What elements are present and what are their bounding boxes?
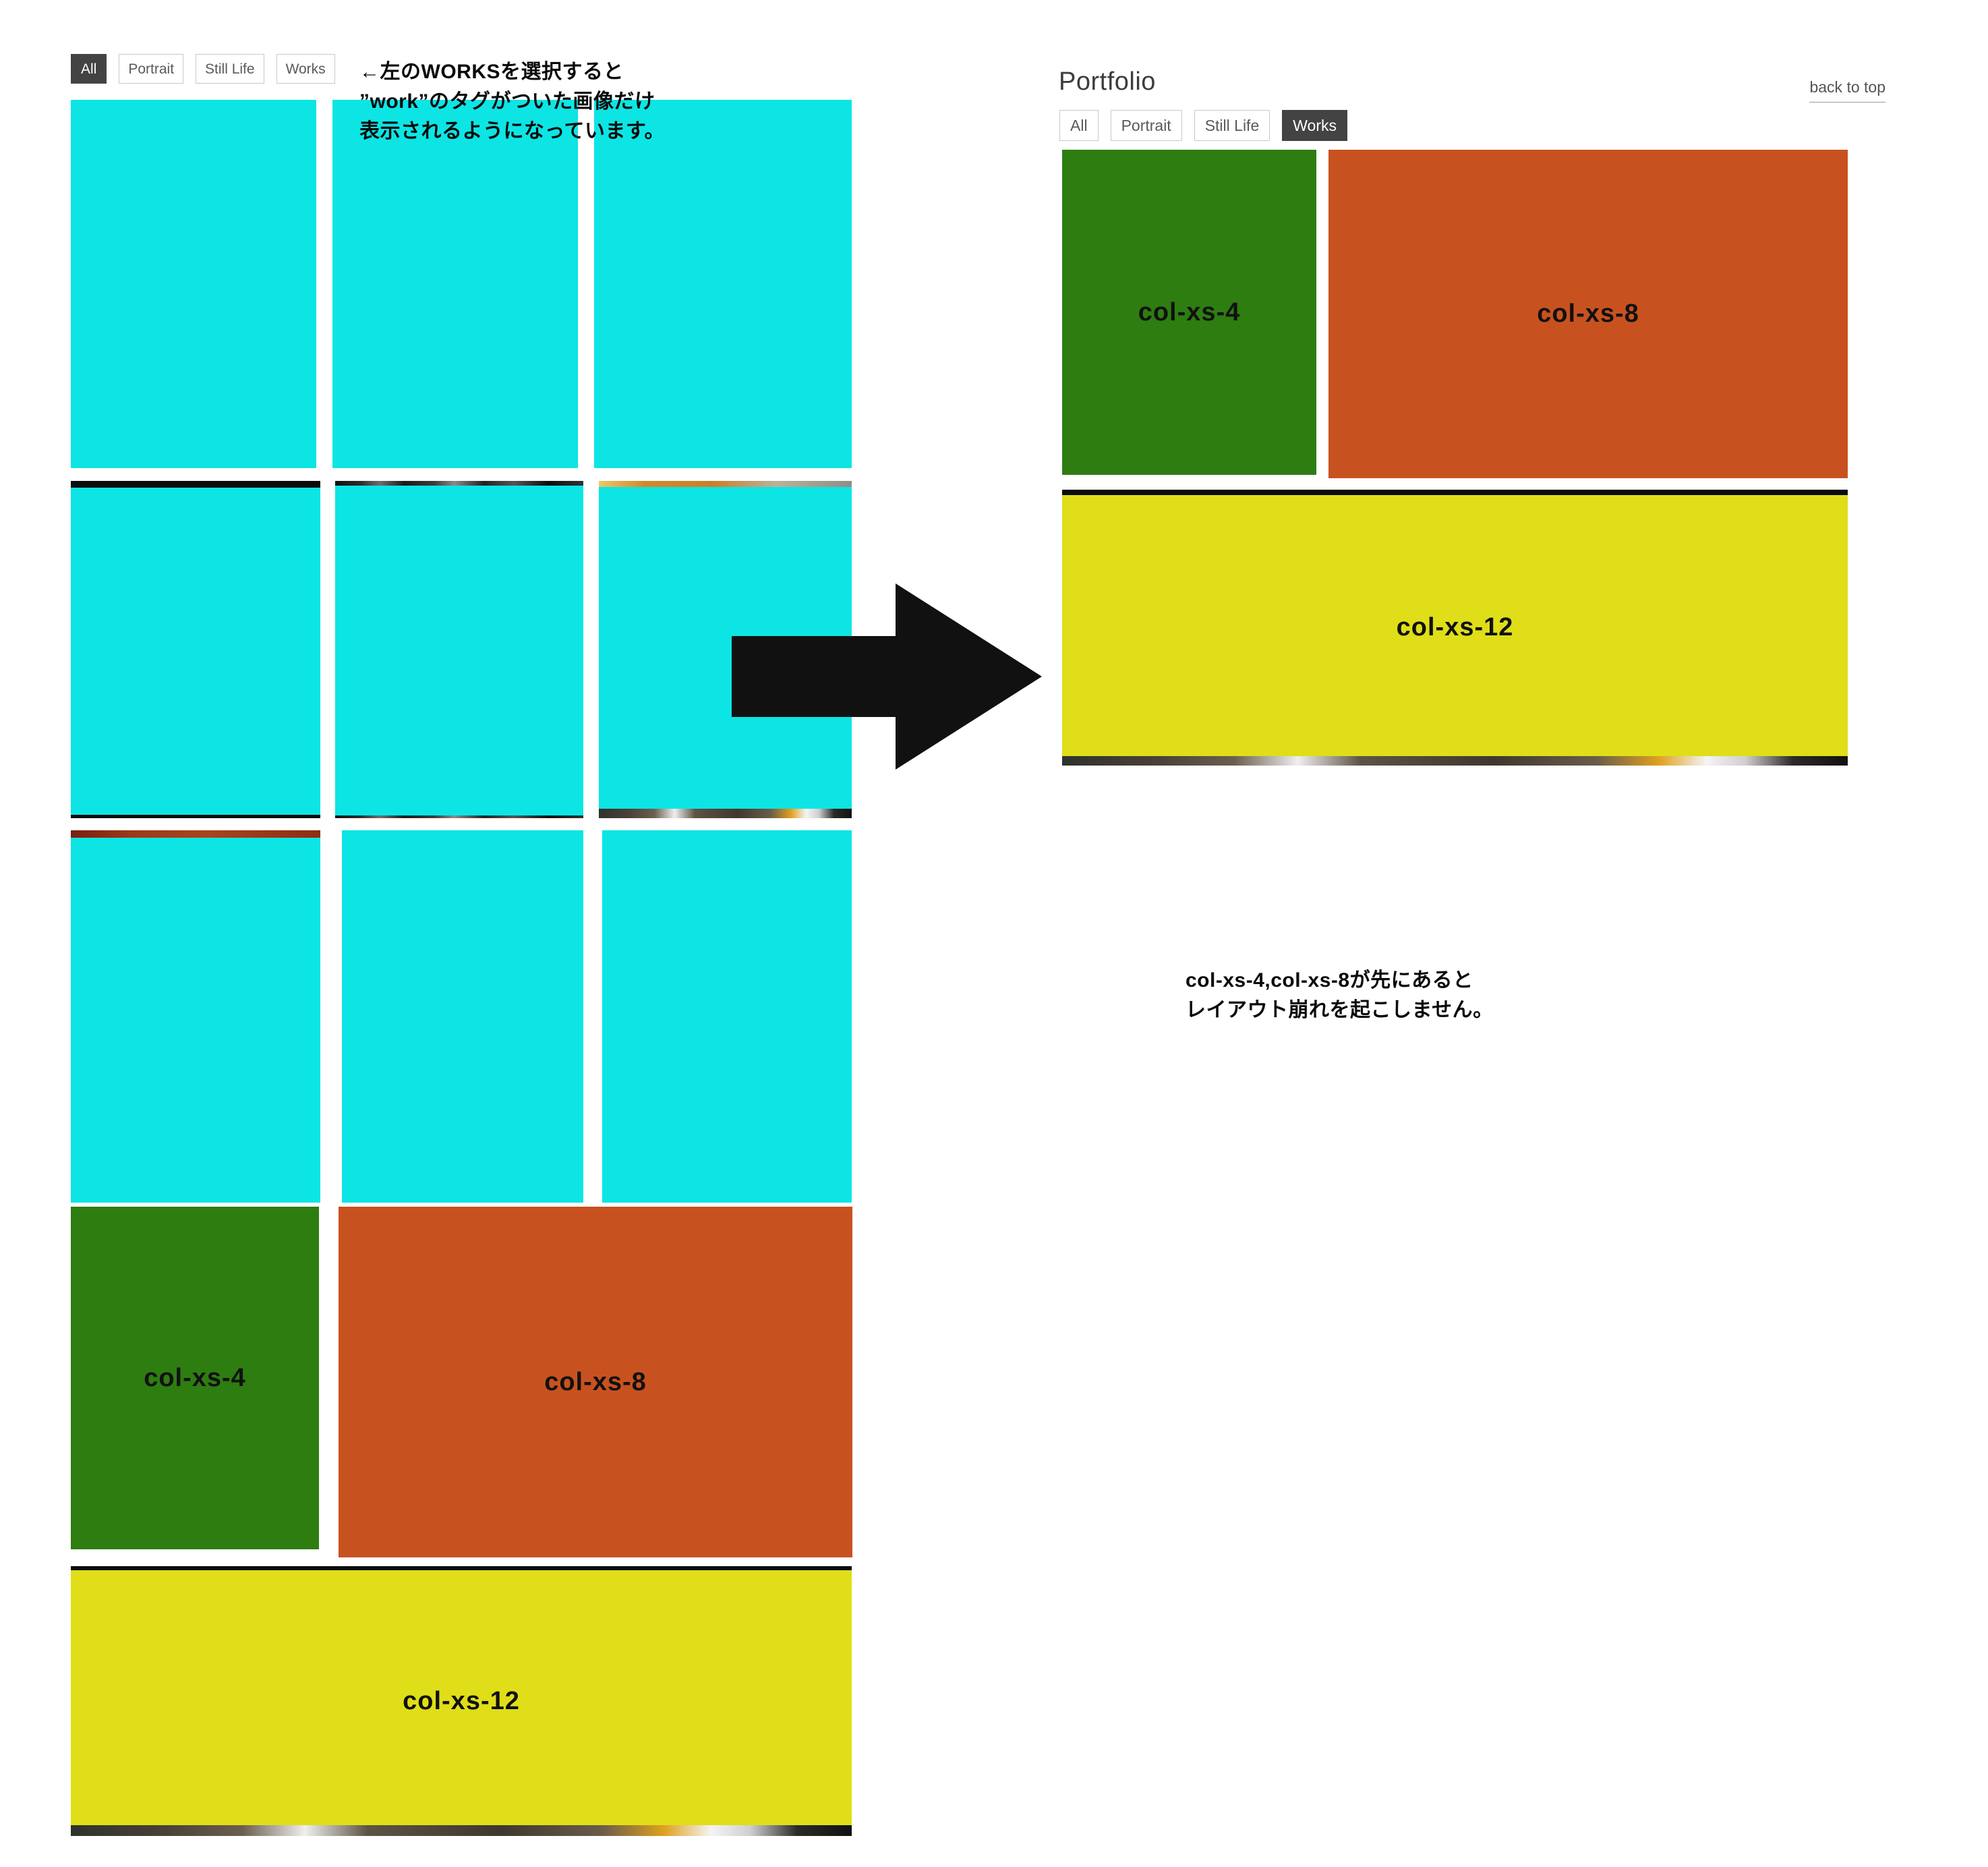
right-tile-col-xs-8[interactable]: col-xs-8: [1328, 150, 1848, 478]
right-tile-label-col-xs-4: col-xs-4: [1138, 297, 1241, 326]
right-filter-portrait[interactable]: Portrait: [1110, 110, 1182, 141]
photo-edge-artifact: [335, 481, 583, 486]
left-tile-label-col-xs-8: col-xs-8: [544, 1367, 647, 1396]
left-filter-still-life[interactable]: Still Life: [196, 54, 264, 84]
photo-edge-artifact: [71, 815, 320, 818]
photo-edge-artifact: [335, 815, 583, 818]
right-arrow-icon: [732, 577, 1042, 779]
right-tile-label-col-xs-8: col-xs-8: [1537, 299, 1639, 328]
left-filter-portrait[interactable]: Portrait: [119, 54, 184, 84]
photo-edge-artifact: [1062, 490, 1848, 495]
left-tile-col-xs-12[interactable]: col-xs-12: [71, 1566, 852, 1836]
left-tile-label-col-xs-12: col-xs-12: [403, 1686, 520, 1715]
right-tile-col-xs-4[interactable]: col-xs-4: [1062, 150, 1316, 475]
right-tile-col-xs-12[interactable]: col-xs-12: [1062, 490, 1848, 766]
photo-edge-artifact: [71, 830, 320, 838]
left-filter-all[interactable]: All: [71, 54, 107, 84]
photo-edge-artifact: [71, 1825, 852, 1836]
left-tile-col-xs-8[interactable]: col-xs-8: [339, 1207, 852, 1557]
left-tile-1[interactable]: [71, 100, 316, 468]
photo-edge-artifact: [71, 1566, 852, 1570]
left-tile-5[interactable]: [335, 481, 583, 818]
left-tile-8[interactable]: [342, 830, 583, 1203]
photo-edge-artifact: [1062, 756, 1848, 766]
left-tile-label-col-xs-4: col-xs-4: [144, 1363, 246, 1392]
right-annotation-text: col-xs-4,col-xs-8が先にあると レイアウト崩れを起こしません。: [1186, 969, 1494, 1022]
right-filter-bar: All Portrait Still Life Works: [1059, 110, 1360, 141]
photo-edge-artifact: [599, 809, 852, 818]
left-tile-2[interactable]: [332, 100, 578, 468]
right-filter-still-life[interactable]: Still Life: [1194, 110, 1270, 141]
left-annotation-text: ←左のWORKSを選択すると ”work”のタグがついた画像だけ 表示されるよう…: [359, 61, 665, 143]
left-tile-9[interactable]: [602, 830, 852, 1203]
left-tile-7[interactable]: [71, 830, 320, 1203]
left-filter-bar: All Portrait Still Life Works: [71, 54, 347, 84]
page-title: Portfolio: [1059, 67, 1156, 96]
left-tile-3[interactable]: [594, 100, 852, 468]
left-filter-works[interactable]: Works: [276, 54, 335, 84]
right-filter-works[interactable]: Works: [1282, 110, 1347, 141]
right-filter-all[interactable]: All: [1059, 110, 1099, 141]
back-to-top-link[interactable]: back to top: [1809, 78, 1885, 103]
right-tile-label-col-xs-12: col-xs-12: [1396, 613, 1514, 641]
left-tile-col-xs-4[interactable]: col-xs-4: [71, 1207, 319, 1549]
left-tile-4[interactable]: [71, 481, 320, 818]
photo-edge-artifact: [599, 481, 852, 487]
photo-edge-artifact: [71, 481, 320, 488]
